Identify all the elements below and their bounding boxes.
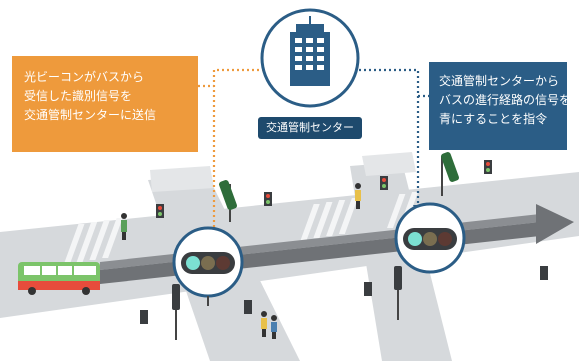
beacon-callout-line-2: 受信した識別信号を xyxy=(24,89,133,103)
beacon-callout: 光ビーコンがバスから 受信した識別信号を 交通管制センターに送信 xyxy=(12,56,198,152)
center-callout-line-2: バスの進行経路の信号を xyxy=(439,93,572,107)
optical-beacon-icons xyxy=(172,152,459,340)
center-callout: 交通管制センターから バスの進行経路の信号を 青にすることを指令 xyxy=(429,62,572,150)
center-callout-line-3: 青にすることを指令 xyxy=(439,112,548,126)
beacon-callout-line-1: 光ビーコンがバスから xyxy=(24,70,145,84)
signal-zoom-right xyxy=(394,202,466,274)
beacon-callout-line-3: 交通管制センターに送信 xyxy=(24,108,157,122)
center-callout-line-1: 交通管制センターから xyxy=(439,74,560,88)
control-center-building-icon xyxy=(260,8,360,108)
signal-zoom-left xyxy=(172,226,244,306)
bus-icon xyxy=(18,262,100,295)
pedestrian-signal-icons xyxy=(140,160,548,324)
control-center-label: 交通管制センター xyxy=(258,117,362,139)
pedestrian-icons xyxy=(121,183,361,339)
